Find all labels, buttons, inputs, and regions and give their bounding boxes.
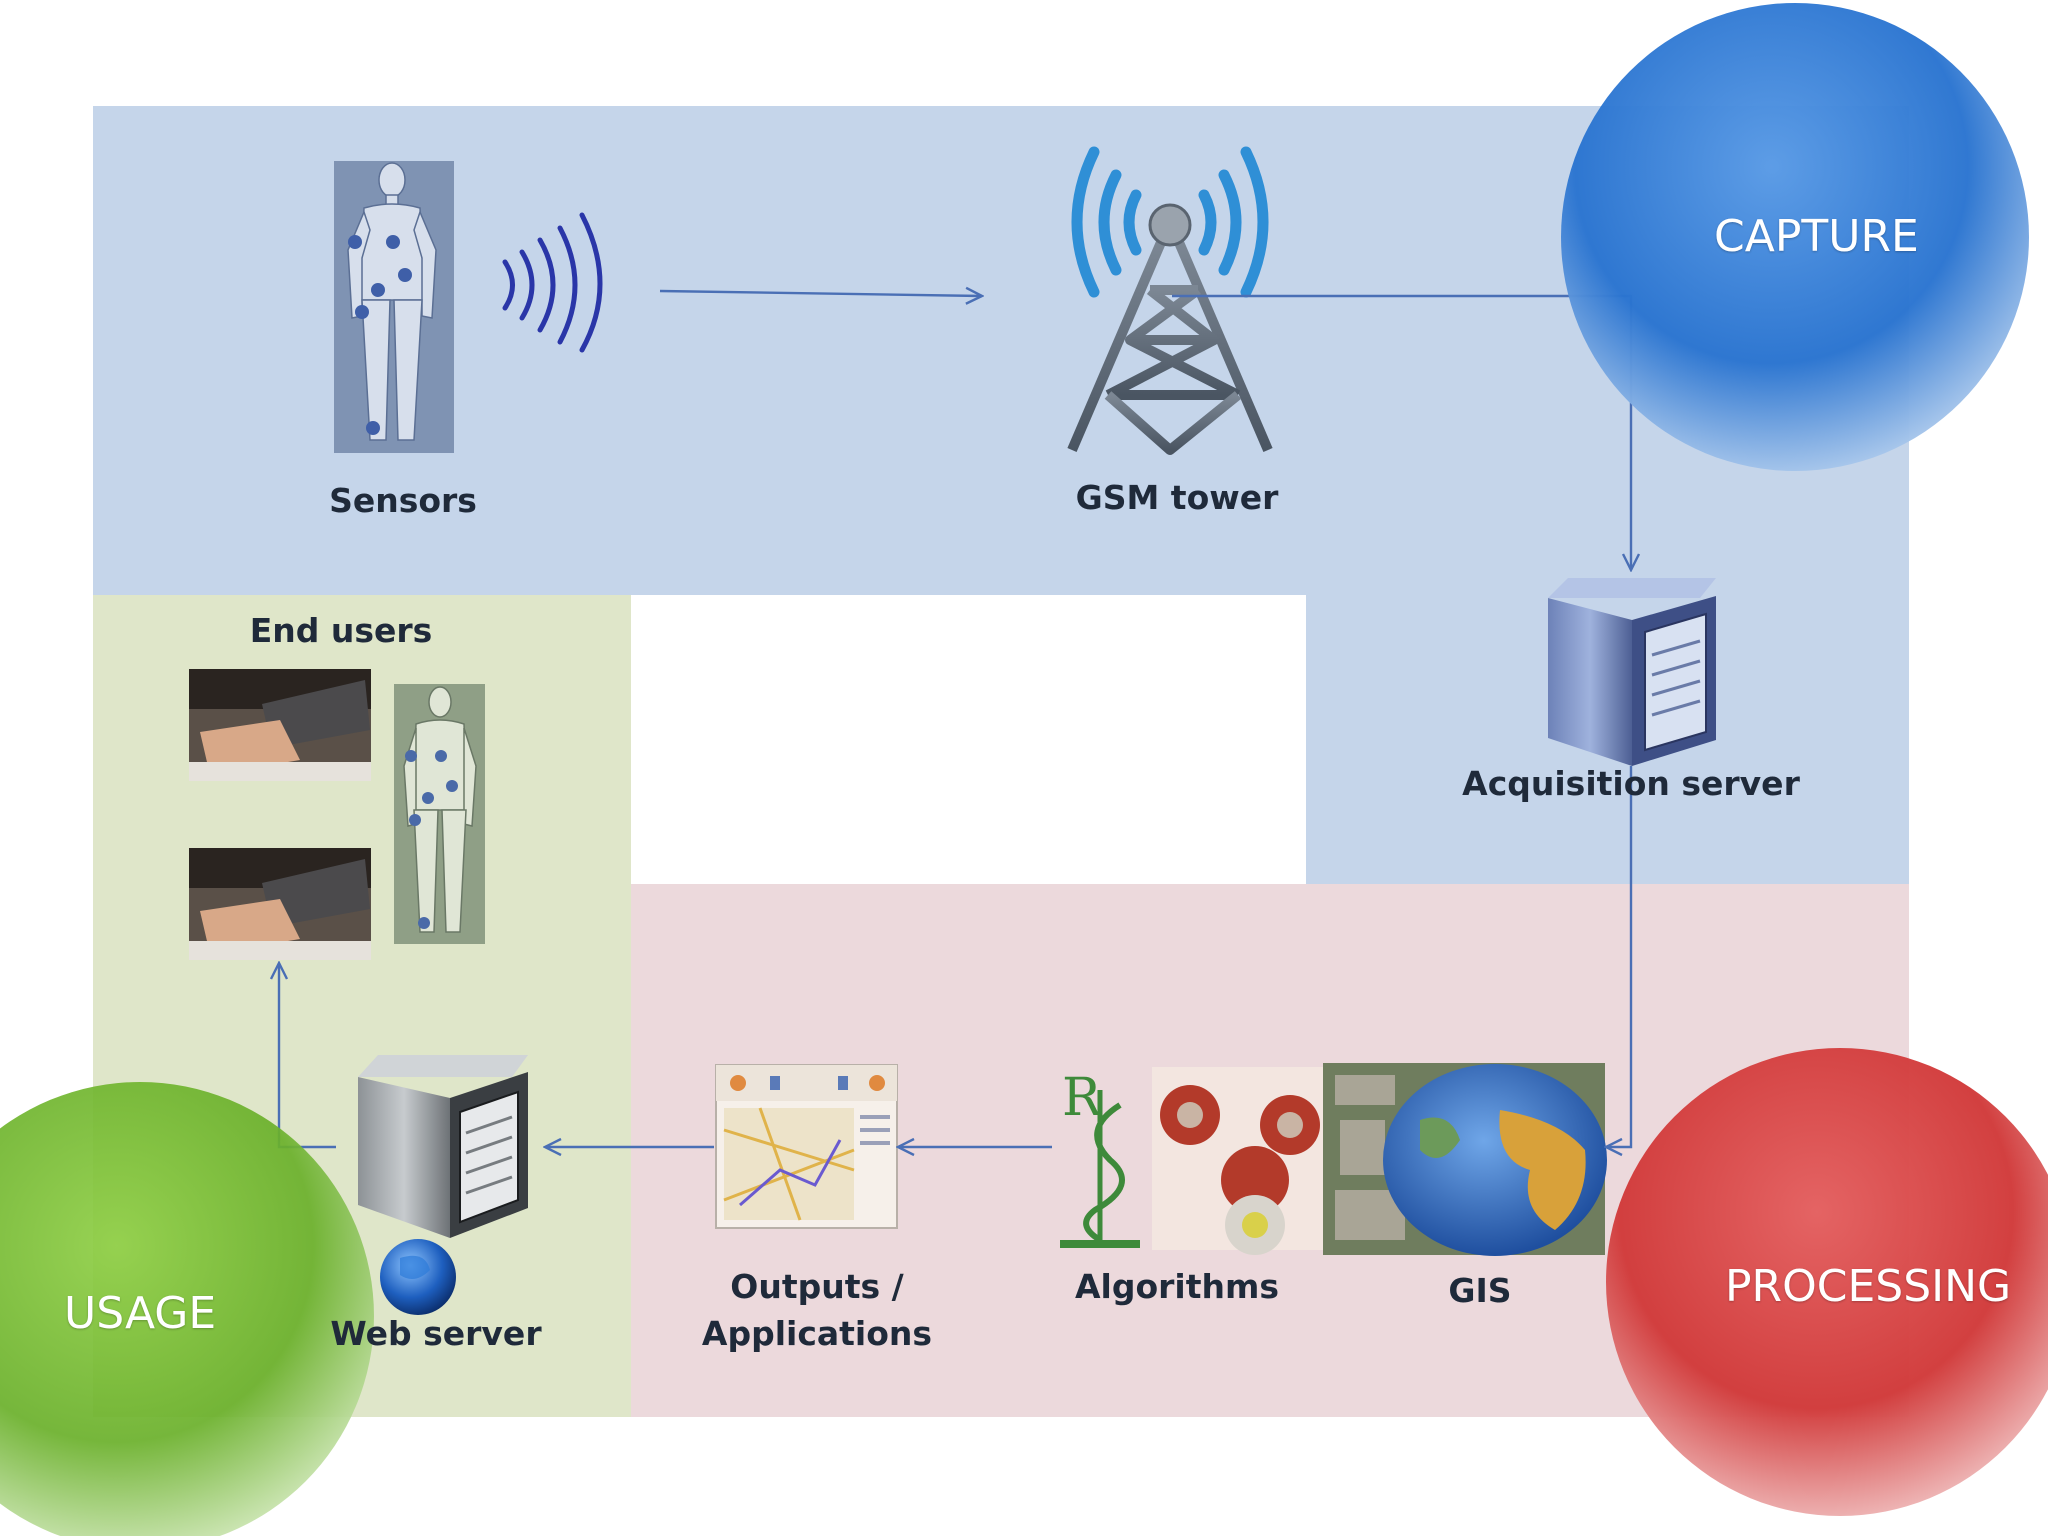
- edge-sensors-to-gsm: [659, 291, 982, 296]
- end-user-body-image: [394, 684, 485, 944]
- usage-phase-circle: [0, 1082, 374, 1536]
- label-gis: GIS: [1448, 1271, 1512, 1310]
- globe-icon: [380, 1239, 456, 1315]
- label-web-server: Web server: [330, 1314, 542, 1353]
- label-processing: PROCESSING: [1725, 1261, 2012, 1312]
- label-algorithms: Algorithms: [1074, 1267, 1280, 1306]
- gsm-tower-icon: [1067, 146, 1273, 455]
- web-server-icon: [358, 1055, 528, 1238]
- acquisition-server-icon: [1548, 578, 1716, 766]
- outputs-applications-screenshot: [715, 1064, 898, 1229]
- edge-acquisition-to-gis: [1606, 766, 1633, 1147]
- capture-phase-circle: [1561, 3, 2029, 471]
- wireless-signal-icon: [502, 212, 603, 353]
- label-sensors: Sensors: [329, 481, 477, 520]
- label-gsm-tower: GSM tower: [1075, 478, 1279, 517]
- end-user-computer-photo: [189, 848, 371, 960]
- sensors-body-image: [334, 161, 454, 453]
- pharmacy-rx-icon: R: [1056, 1067, 1152, 1250]
- svg-text:R: R: [1062, 1068, 1103, 1128]
- algorithms-image: [1152, 1067, 1323, 1255]
- gis-map-image: [1323, 1063, 1607, 1256]
- label-acquisition-server: Acquisition server: [1462, 764, 1800, 803]
- end-user-computer-photo: [189, 669, 371, 781]
- processing-phase-circle: [1606, 1048, 2048, 1516]
- label-outputs: Outputs /: [730, 1267, 904, 1306]
- label-usage: USAGE: [64, 1288, 217, 1339]
- label-end-users: End users: [249, 611, 433, 650]
- label-applications: Applications: [701, 1314, 933, 1353]
- label-capture: CAPTURE: [1714, 211, 1919, 262]
